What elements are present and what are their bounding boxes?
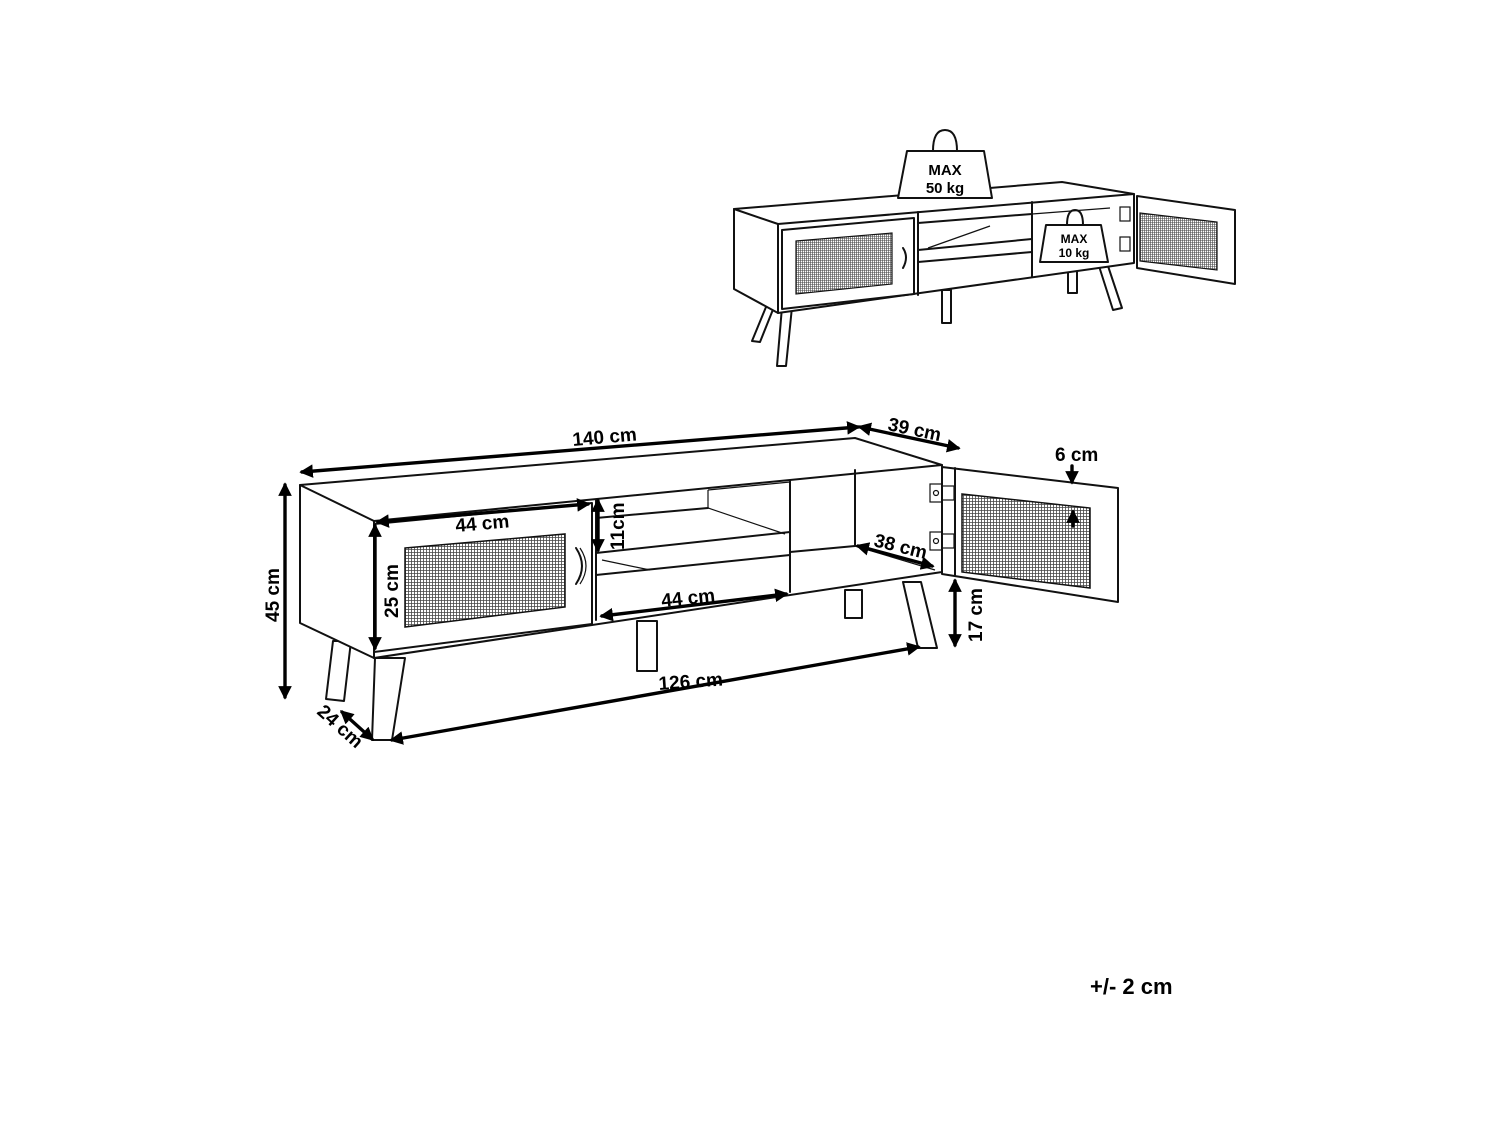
door-hinge-bottom xyxy=(929,531,955,551)
dimension-view: 140 cm 39 cm 6 cm 45 cm 44 cm 25 cm 11cm… xyxy=(263,414,1119,753)
max-weight-shelf-icon: MAX 10 kg xyxy=(1039,209,1109,263)
label-leg-span: 126 cm xyxy=(658,670,724,695)
label-door-height: 25 cm xyxy=(382,564,403,618)
max-weight-top-icon: MAX 50 kg xyxy=(897,129,993,199)
max-weight-shelf-line2: 10 kg xyxy=(1059,246,1090,260)
label-shelf-clearance: 11cm xyxy=(608,502,629,550)
max-weight-shelf-line1: MAX xyxy=(1061,232,1088,246)
label-door-thickness: 6 cm xyxy=(1055,445,1098,466)
small-left-door xyxy=(781,217,915,310)
perspective-view: MAX 50 kg MAX 10 kg xyxy=(733,129,1236,367)
tolerance-note: +/- 2 cm xyxy=(1090,974,1173,999)
small-legs xyxy=(751,262,1123,367)
door-hinge-top xyxy=(929,483,955,503)
max-weight-top-line2: 50 kg xyxy=(926,180,964,197)
max-weight-top-line1: MAX xyxy=(928,162,961,179)
label-leg-height: 17 cm xyxy=(966,588,987,642)
small-open-door xyxy=(1119,195,1236,285)
label-door-width: 44 cm xyxy=(455,511,511,537)
label-depth: 39 cm xyxy=(886,414,943,446)
label-height: 45 cm xyxy=(263,568,284,622)
main-open-door xyxy=(929,466,1119,603)
dimension-lines xyxy=(278,421,1080,745)
